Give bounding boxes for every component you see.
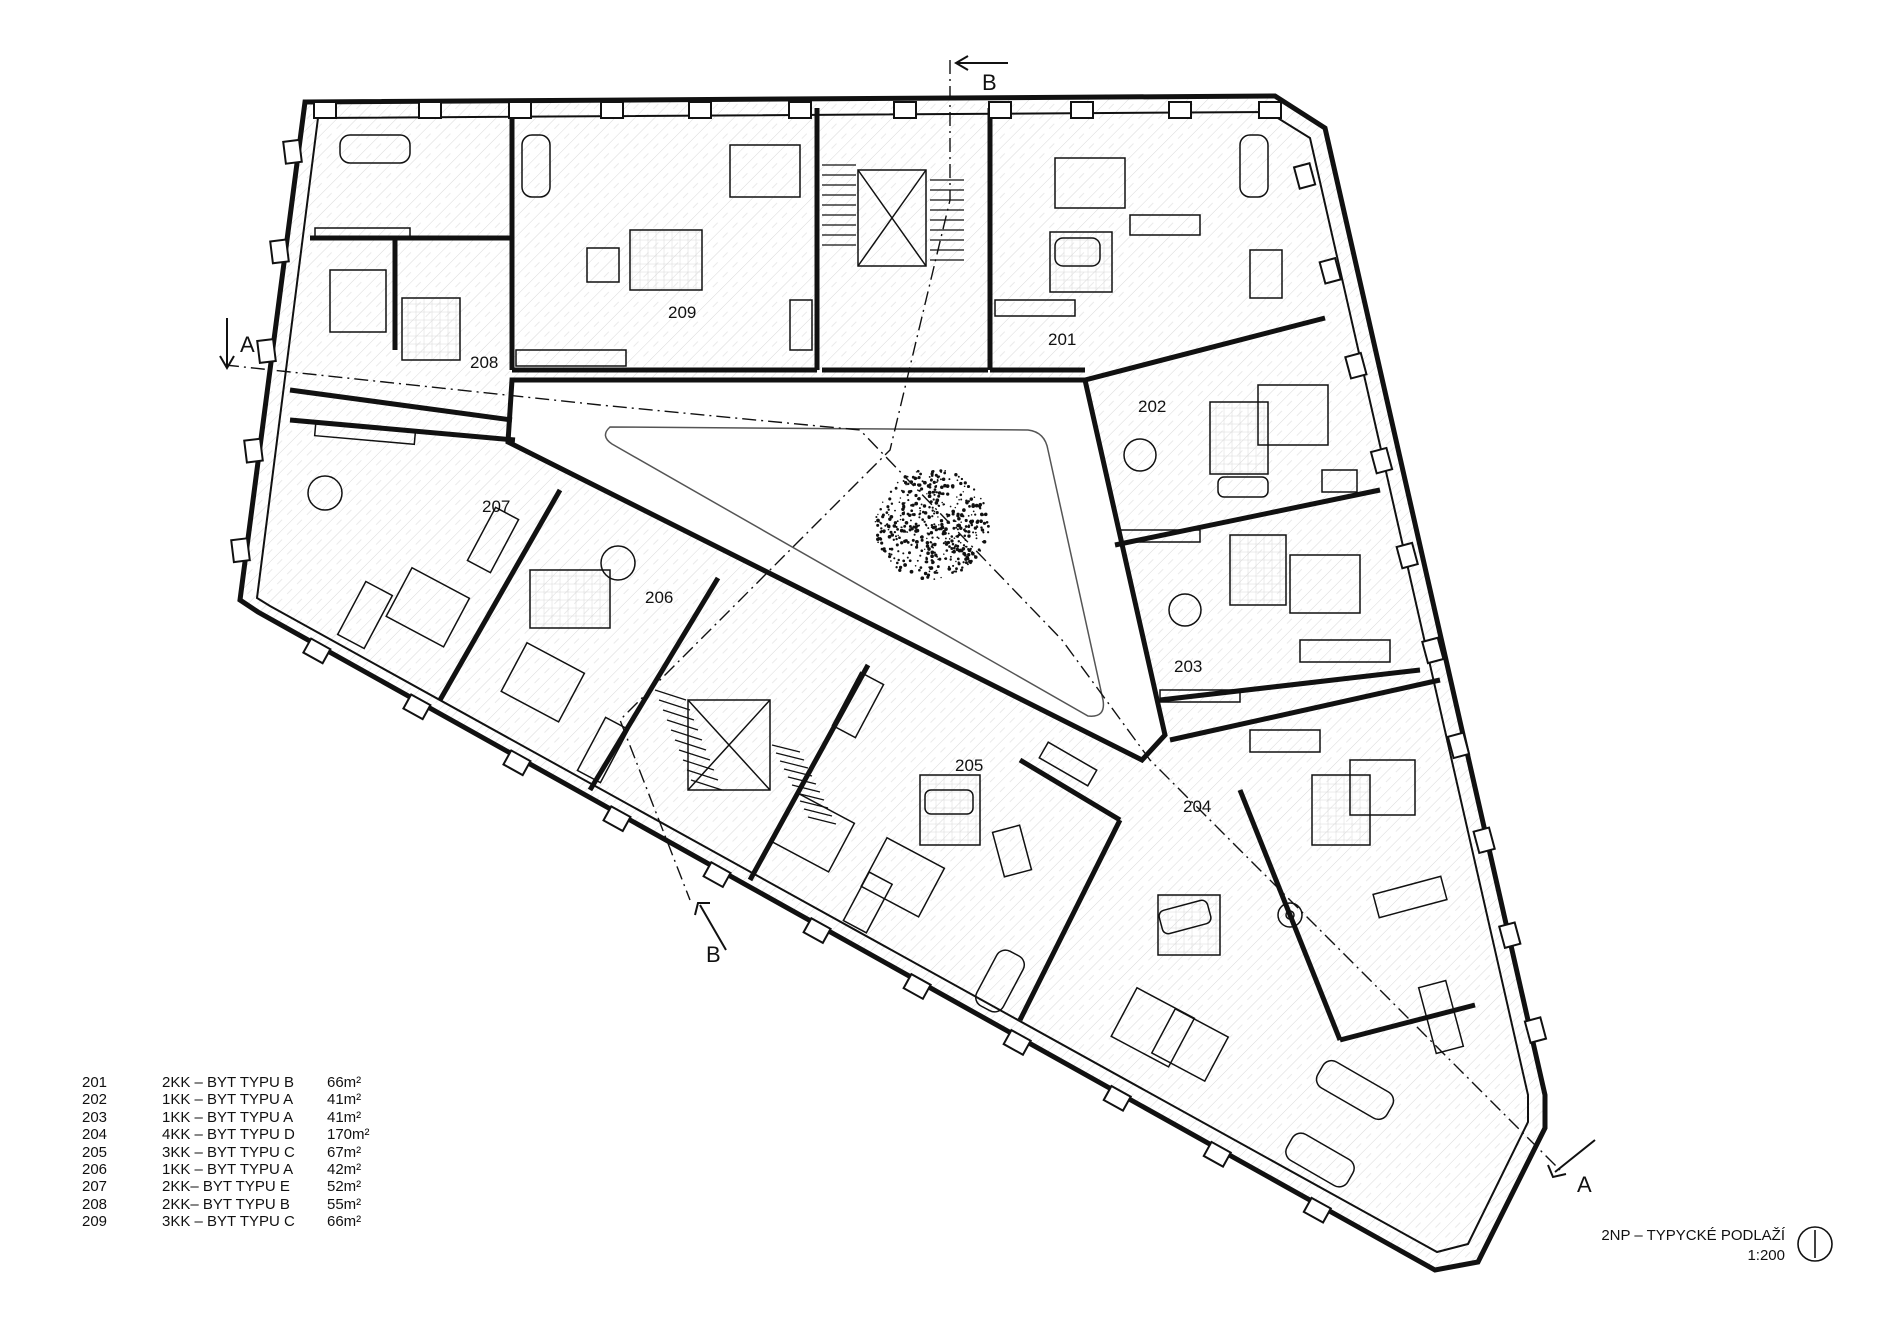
legend-unit-number: 206 [82, 1161, 108, 1179]
stair-core-top [857, 169, 927, 267]
legend-row: 207 2KK– BYT TYPU E 52m² [82, 1178, 387, 1195]
legend-row: 205 3KK – BYT TYPU C 67m² [82, 1144, 387, 1161]
legend-unit-type: 4KK – BYT TYPU D [162, 1126, 295, 1144]
unit-label-205: 205 [955, 756, 983, 775]
tree-icon [874, 469, 990, 581]
section-arrows [219, 55, 1596, 1179]
unit-label-208: 208 [470, 353, 498, 372]
floor-title: 2NP – TYPYCKÉ PODLAŽÍ [1601, 1227, 1785, 1244]
legend-unit-area: 170m² [327, 1126, 370, 1144]
facade-windows [230, 101, 1548, 1224]
courtyard [505, 377, 1168, 764]
legend-unit-type: 1KK – BYT TYPU A [162, 1161, 294, 1179]
legend-unit-area: 42m² [327, 1161, 362, 1179]
unit-label-209: 209 [668, 303, 696, 322]
legend-unit-area: 67m² [327, 1143, 362, 1161]
legend-unit-number: 208 [82, 1195, 108, 1213]
unit-legend: 201 2KK – BYT TYPU B 66m² 202 1KK – BYT TYPU… [82, 1074, 387, 1231]
unit-label-204: 204 [1183, 797, 1211, 816]
legend-row: 203 1KK – BYT TYPU A 41m² [82, 1109, 387, 1126]
unit-label-202: 202 [1138, 397, 1166, 416]
legend-unit-area: 41m² [327, 1091, 362, 1109]
legend-unit-area: 66m² [327, 1213, 362, 1231]
legend-row: 208 2KK– BYT TYPU B 55m² [82, 1196, 387, 1213]
legend-unit-area: 66m² [327, 1074, 362, 1091]
legend-row: 202 1KK – BYT TYPU A 41m² [82, 1091, 387, 1108]
legend-unit-type: 1KK – BYT TYPU A [162, 1108, 294, 1126]
legend-unit-type: 2KK– BYT TYPU E [162, 1178, 290, 1196]
legend-unit-area: 41m² [327, 1108, 362, 1126]
legend-unit-number: 201 [82, 1074, 108, 1091]
room-details [307, 134, 1465, 1188]
legend-unit-type: 1KK – BYT TYPU A [162, 1091, 294, 1109]
unit-label-201: 201 [1048, 330, 1076, 349]
interior-walls [289, 108, 1476, 1043]
courtyard-path [604, 426, 1105, 717]
legend-unit-type: 3KK – BYT TYPU C [162, 1213, 295, 1231]
legend-unit-number: 202 [82, 1091, 108, 1109]
legend-unit-type: 3KK – BYT TYPU C [162, 1143, 295, 1161]
north-arrow-icon [1797, 1226, 1833, 1262]
section-b-bottom-label: B [706, 942, 721, 967]
scale-label: 1:200 [1747, 1247, 1785, 1264]
legend-unit-area: 55m² [327, 1195, 362, 1213]
unit-label-207: 207 [482, 497, 510, 516]
building-footprint [237, 93, 1548, 1273]
legend-unit-number: 203 [82, 1108, 108, 1126]
title-block: 2NP – TYPYCKÉ PODLAŽÍ 1:200 [1601, 1226, 1785, 1266]
unit-label-206: 206 [645, 588, 673, 607]
unit-label-203: 203 [1174, 657, 1202, 676]
legend-unit-area: 52m² [327, 1178, 362, 1196]
legend-row: 204 4KK – BYT TYPU D 170m² [82, 1126, 387, 1143]
legend-unit-number: 205 [82, 1143, 108, 1161]
section-a-left-label: A [240, 332, 255, 357]
legend-unit-number: 204 [82, 1126, 108, 1144]
legend-row: 209 3KK – BYT TYPU C 66m² [82, 1213, 387, 1230]
legend-unit-number: 207 [82, 1178, 108, 1196]
legend-unit-type: 2KK– BYT TYPU B [162, 1195, 290, 1213]
section-lines [224, 60, 1561, 1171]
legend-row: 206 1KK – BYT TYPU A 42m² [82, 1161, 387, 1178]
legend-unit-number: 209 [82, 1213, 108, 1231]
section-a-right-label: A [1577, 1172, 1592, 1197]
legend-unit-type: 2KK – BYT TYPU B [162, 1074, 295, 1091]
section-b-top-label: B [982, 70, 997, 95]
legend-row: 201 2KK – BYT TYPU B 66m² [82, 1074, 387, 1091]
